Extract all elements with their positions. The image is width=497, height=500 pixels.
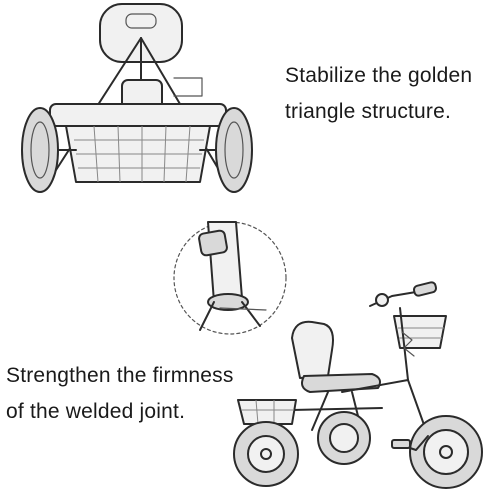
caption-bottom-line2: of the welded joint.: [6, 400, 186, 423]
caption-top-line2: triangle structure.: [285, 100, 452, 123]
caption-golden-triangle: Stabilize the golden triangle structure.: [285, 58, 472, 130]
caption-welded-joint: Strengthen the firmness of the welded jo…: [6, 358, 234, 430]
tricycle-side-view-illustration: [233, 281, 483, 489]
welded-joint-closeup-illustration: [173, 221, 287, 335]
tricycle-rear-view-illustration: [21, 3, 253, 193]
caption-bottom-line1: Strengthen the firmness: [6, 364, 234, 387]
caption-top-line1: Stabilize the golden: [285, 64, 473, 87]
